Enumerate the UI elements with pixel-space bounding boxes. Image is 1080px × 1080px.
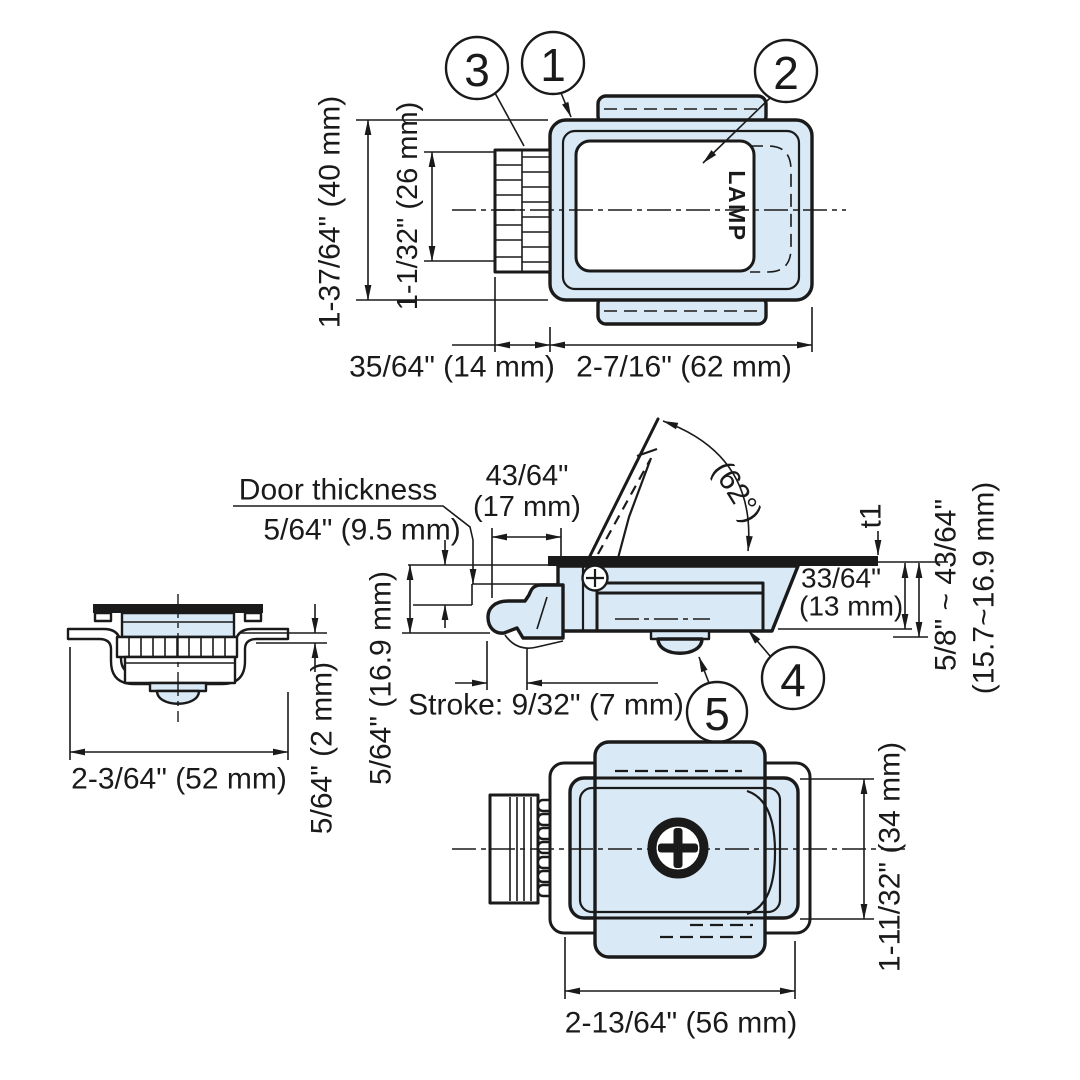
latch-hook	[486, 583, 565, 640]
latch-lid	[574, 139, 756, 273]
callout-5-number: 5	[704, 688, 730, 740]
dim-height-label: 5/64" (16.9 mm)	[365, 571, 398, 785]
front-width-label: 2-13/64" (56 mm)	[565, 1007, 797, 1040]
hook-alternate-outline	[504, 634, 564, 649]
callout-4-leader	[747, 629, 771, 657]
front-view: 1-11/32" (34 mm) 2-13/64" (56 mm)	[452, 740, 908, 1040]
front-inner-outline	[578, 786, 782, 914]
callout-4-circle	[760, 645, 826, 711]
dim-depth-in-label: 43/64"	[486, 460, 569, 492]
callout-3-leader	[494, 92, 525, 147]
callout-3-number: 3	[464, 44, 490, 96]
dim-depth-mm-label: (17 mm)	[473, 491, 581, 523]
callout-2-leader	[702, 97, 771, 164]
angle-arc	[662, 420, 753, 552]
spring-latch-part-top	[493, 148, 552, 274]
dim-overall-height-label: 1-37/64" (40 mm)	[314, 96, 347, 328]
end-view: 5/64" (2 mm) 2-3/64" (52 mm)	[66, 594, 339, 834]
t1-label: t1	[855, 503, 888, 528]
door-panel-edges	[408, 564, 558, 606]
hidden-recess-curve	[750, 145, 792, 273]
callout-1-circle	[520, 30, 586, 96]
bumper-dome	[656, 637, 704, 655]
dim-inset-mm-label: (13 mm)	[799, 591, 903, 622]
front-frame-outline	[568, 776, 800, 920]
dim-inner-height-label: 1-1/32" (26 mm)	[392, 102, 424, 311]
end-bumper-dome	[155, 689, 201, 705]
front-right-arc	[746, 789, 777, 916]
end-teeth-lines	[128, 637, 226, 657]
hook-inner-line	[536, 596, 548, 630]
callout-5-leader	[698, 656, 710, 684]
door-thickness-label: Door thickness	[239, 474, 437, 507]
dim-range-mm-label: (15.7~16.9 mm)	[968, 482, 1001, 695]
callout-4-number: 4	[780, 654, 806, 706]
side-view: (62°) Door thickness 5/64" (9.5 mm) 43/6…	[233, 417, 1001, 785]
dim-body-width-label: 2-7/16" (62 mm)	[576, 351, 792, 384]
open-angle-label: (62°)	[706, 456, 769, 529]
dim-range-in-label: 5/8" ~ 43/64"	[930, 499, 963, 671]
mounting-plate	[548, 556, 878, 566]
front-height-label: 1-11/32" (34 mm)	[874, 742, 907, 972]
extension-lines-26mm	[424, 151, 496, 262]
brand-logo: LAMP	[724, 170, 750, 241]
open-lid-outer-line	[585, 417, 660, 564]
extension-lines-right	[778, 628, 928, 638]
extension-lines-stroke	[486, 641, 528, 690]
stroke-label: Stroke: 9/32" (7 mm)	[408, 689, 684, 722]
top-view: LAMP 1-37/64" (40 mm) 1-1/32" (26 mm) 35…	[314, 30, 846, 384]
dim-lip-label: 5/64" (2 mm)	[306, 662, 339, 834]
dim-spring-width-label: 35/64" (14 mm)	[349, 351, 555, 384]
open-lid-tick	[636, 447, 658, 458]
callout-3-circle	[444, 35, 510, 101]
screw-cross-icon	[586, 569, 604, 587]
end-width-label: 2-3/64" (52 mm)	[71, 763, 287, 796]
end-plate-lip-left	[93, 611, 113, 623]
door-thickness-value: 5/64" (9.5 mm)	[263, 514, 460, 547]
extension-lines-40mm	[356, 119, 548, 301]
end-plate-lip-right	[243, 611, 263, 623]
open-lid-inner-line	[615, 457, 653, 563]
dim-inset-in-label: 33/64"	[801, 563, 881, 594]
open-lid-dashed-line	[597, 459, 651, 555]
callout-2-circle	[753, 38, 819, 104]
callout-1-number: 1	[540, 39, 566, 91]
screw-cross-v	[673, 828, 683, 868]
end-lower-body	[123, 655, 237, 685]
callout-2-number: 2	[773, 47, 799, 99]
callout-1-leader	[560, 92, 572, 118]
door-thickness-leader	[233, 505, 474, 541]
